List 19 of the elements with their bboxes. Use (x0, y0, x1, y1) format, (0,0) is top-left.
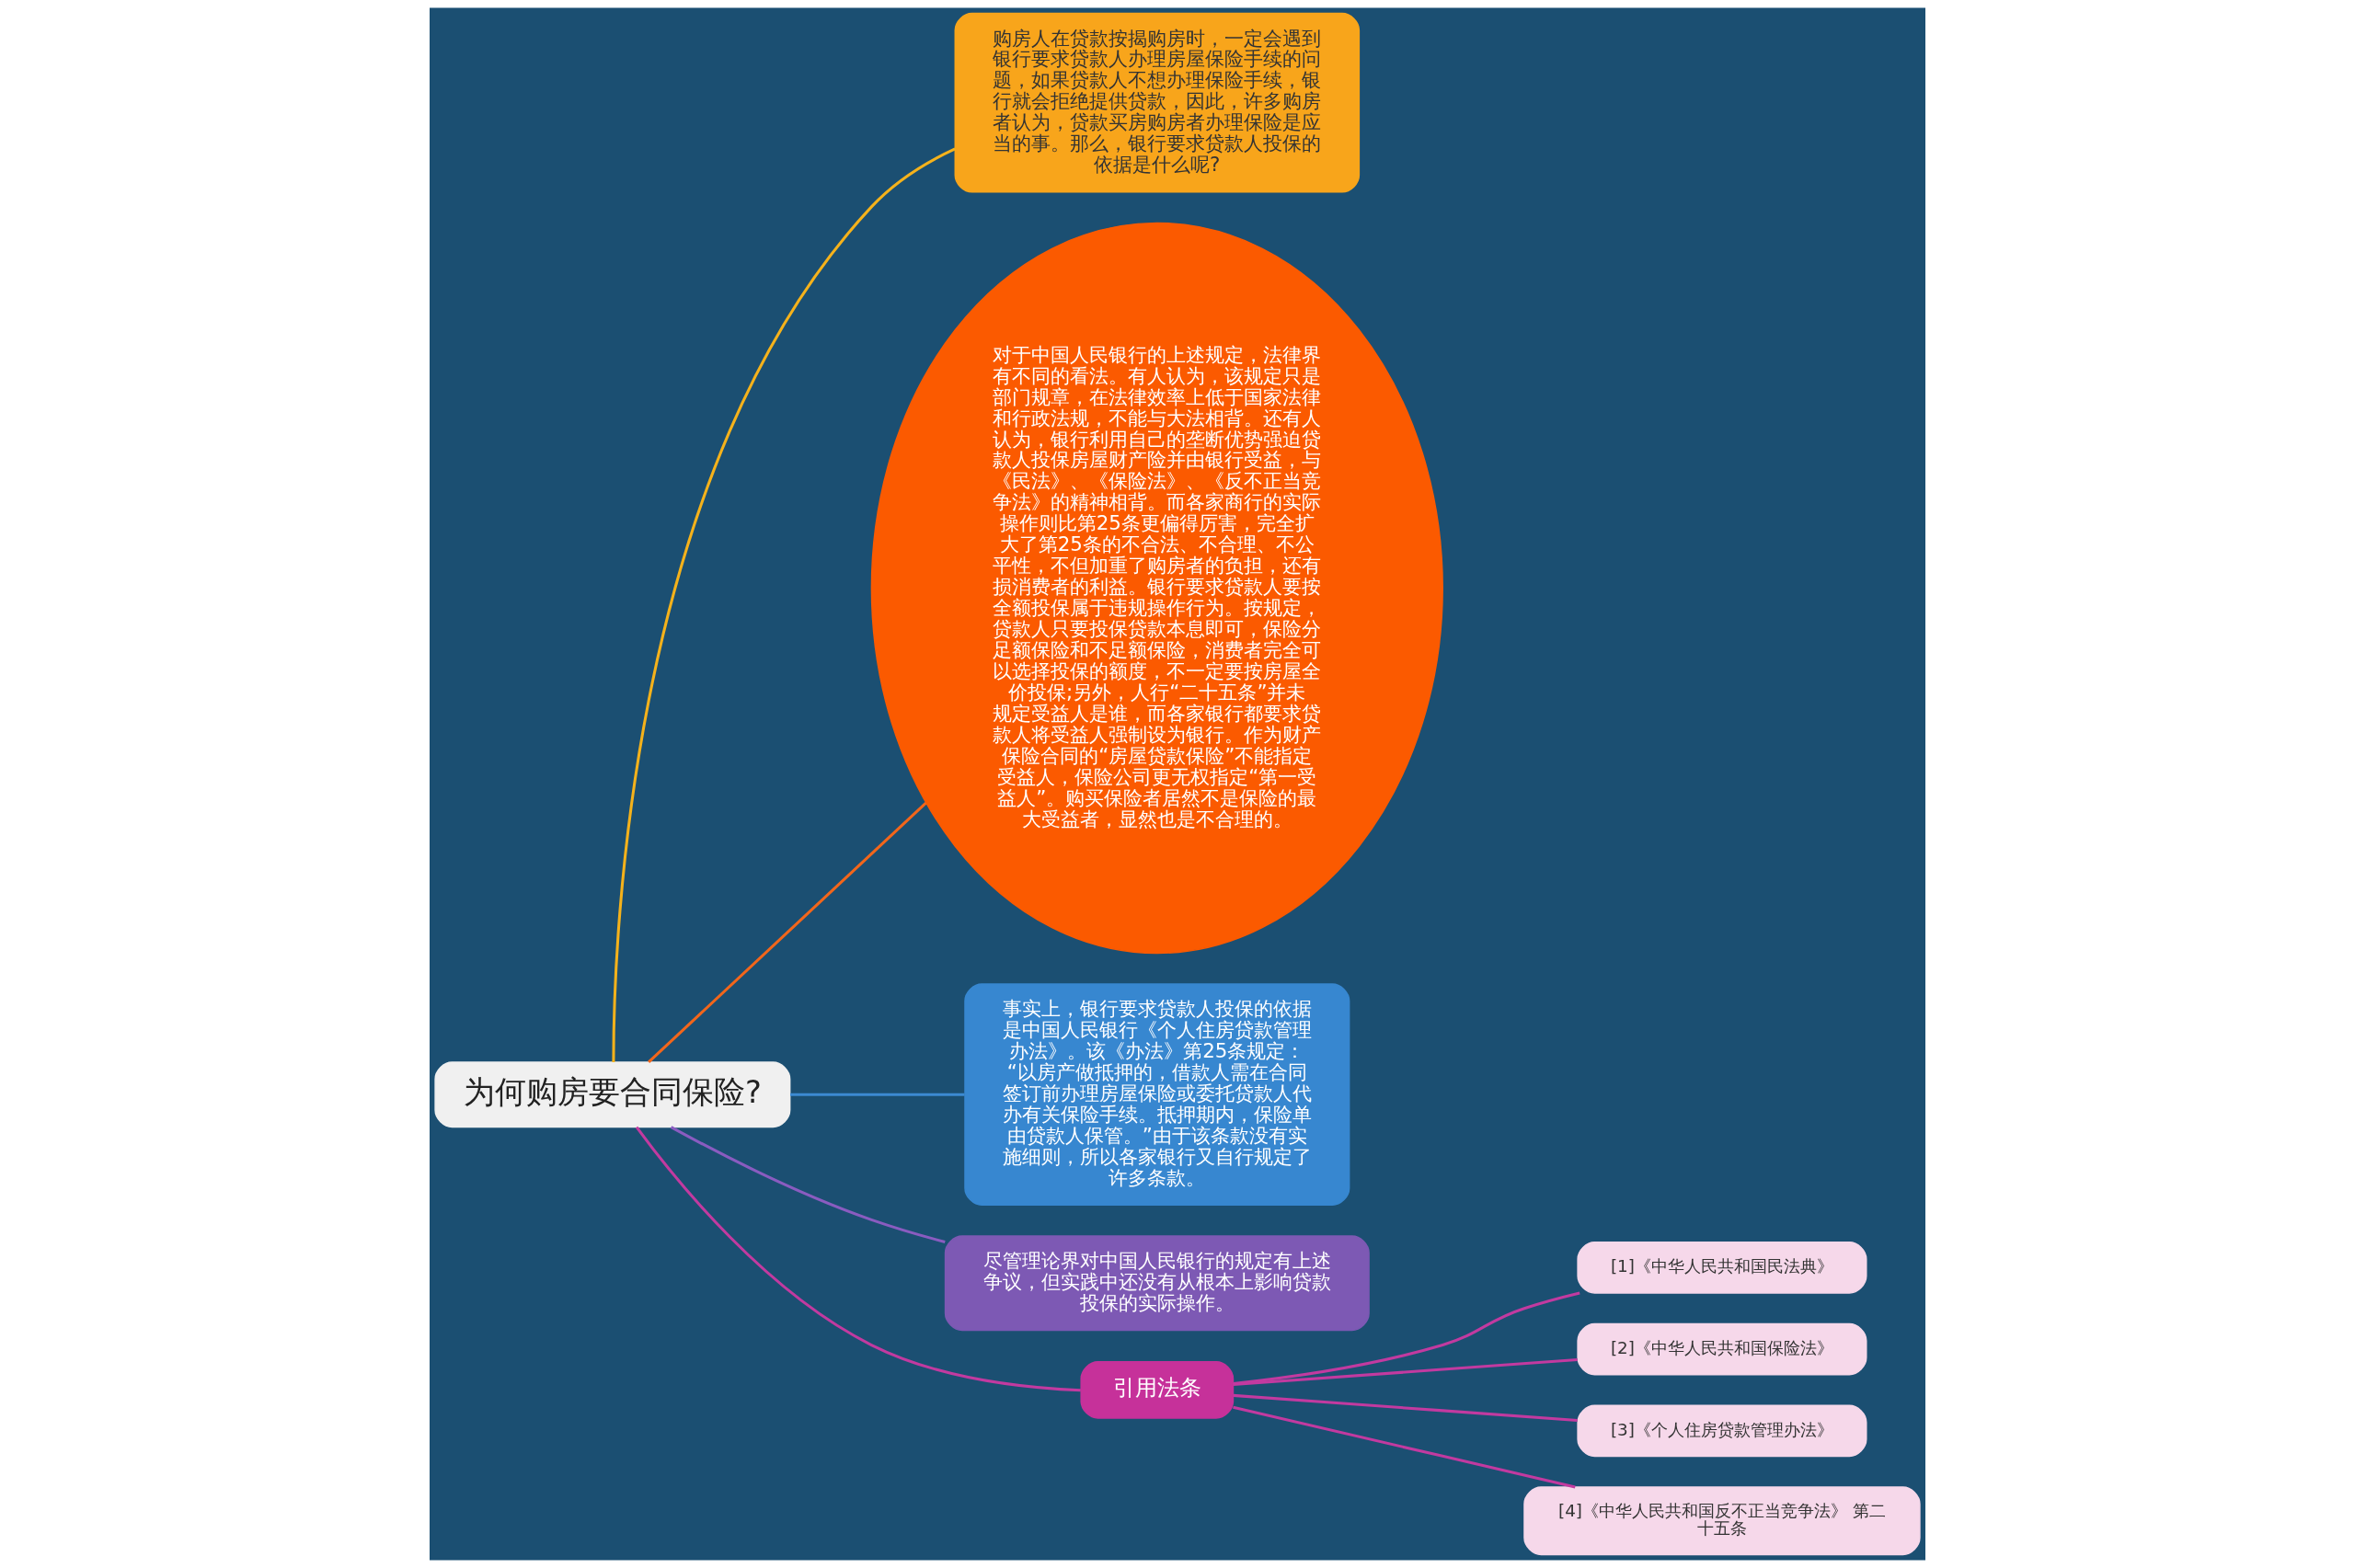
connector (1233, 1405, 1576, 1489)
connector (1233, 1357, 1578, 1387)
connector (648, 801, 927, 1064)
connector (612, 147, 956, 1062)
connector (1233, 1393, 1578, 1423)
node-box: [2]《中华人民共和国保险法》 (1577, 1322, 1867, 1376)
node-box: [1]《中华人民共和国民法典》 (1577, 1242, 1867, 1294)
node-box: 为何购房要合同保险? (434, 1061, 791, 1128)
connector (1233, 1291, 1580, 1386)
node-box: 事实上，银行要求贷款人投保的依据是中国人民银行《个人住房贷款管理办法》。该《办法》第25条规定：“以房产做抵押的，借款人需在合同签订前办理房屋保险或委托贷款人代办有关保险手续。抵押期内，保险单由贷款人保管。”由于该条款没有实施细则，所以各家银行又自行规定了许多条款。 (964, 983, 1350, 1207)
node-box: 购房人在贷款按揭购房时，一定会遇到银行要求贷款人办理房屋保险手续的问题，如果贷款人不想办理保险手续，银行就会拒绝提供贷款，因此，许多购房者认为，贷款买房购房者办理保险是应当的事。那么，银行要求贷款人投保的依据是什么呢? (954, 12, 1361, 193)
node-ellipse: 对于中国人民银行的上述规定，法律界有不同的看法。有人认为，该规定只是部门规章，在法律效率上低于国家法律和行政法规，不能与大法相背。还有人认为，银行利用自己的垄断优势强迫贷款人投保房屋财产险并由银行受益，与《民法》、《保险法》、《反不正当竞争法》的精神相背。而各家商行的实际操作则比第25条更偏得厉害，完全扩大了第25条的不合法、不合理、不公平性，不但加重了购房者的负担，还有损消费者的利益。银行要求贷款人要按全额投保属于违规操作行为。按规定，贷款人只要投保贷款本息即可，保险分足额保险和不足额保险，消费者完全可以选择投保的额度，不一定要按房屋全价投保;另外，人行“二十五条”并未规定受益人是谁，而各家银行都要求贷款人将受益人强制设为银行。作为财产保险合同的“房屋贷款保险”不能指定受益人，保险公司更无权指定“第一受益人”。购买保险者居然不是保险的最大受益者，显然也是不合理的。 (870, 222, 1443, 955)
connector (670, 1126, 946, 1243)
connector (635, 1126, 1081, 1392)
node-box: 引用法条 (1080, 1361, 1235, 1419)
connector (790, 1093, 965, 1096)
node-box: 尽管理论界对中国人民银行的规定有上述争议，但实践中还没有从根本上影响贷款投保的实际操作。 (944, 1235, 1370, 1332)
node-box: [3]《个人住房贷款管理办法》 (1577, 1404, 1867, 1458)
node-box: [4]《中华人民共和国反不正当竞争法》 第二十五条 (1523, 1486, 1921, 1556)
